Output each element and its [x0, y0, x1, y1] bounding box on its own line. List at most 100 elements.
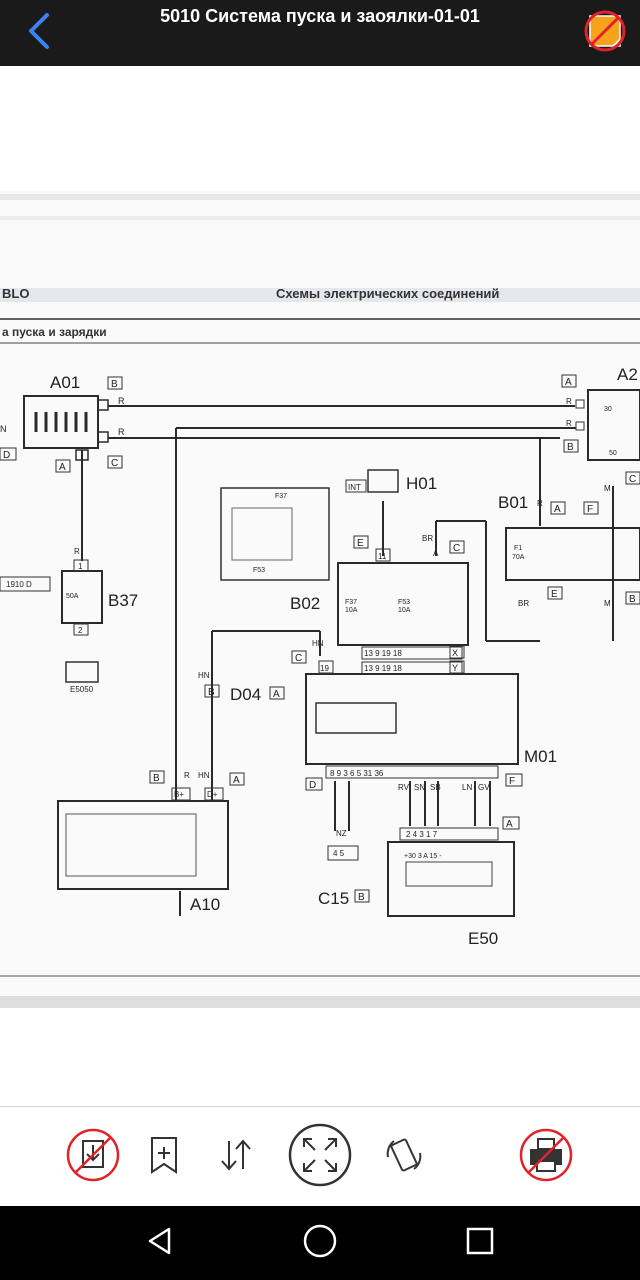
svg-text:50: 50 — [609, 450, 617, 457]
header-center: Схемы электрических соединений — [276, 286, 499, 301]
svg-text:F53: F53 — [253, 567, 265, 574]
download-icon — [65, 1127, 121, 1188]
svg-text:B: B — [629, 594, 636, 605]
note-button[interactable] — [580, 8, 630, 58]
svg-text:F37: F37 — [345, 599, 357, 606]
svg-text:C: C — [629, 474, 636, 485]
svg-text:HN: HN — [198, 671, 210, 680]
svg-text:B: B — [208, 687, 215, 698]
svg-text:19: 19 — [320, 664, 329, 673]
svg-text:2 4 3 1 7: 2 4 3 1 7 — [406, 830, 438, 839]
svg-text:A: A — [233, 775, 240, 786]
svg-text:10A: 10A — [398, 607, 411, 614]
svg-text:C: C — [111, 458, 118, 469]
svg-text:RV: RV — [398, 783, 410, 792]
nav-back-icon — [143, 1224, 177, 1263]
label-a2: A2 — [617, 365, 638, 384]
label-m01: M01 — [524, 747, 557, 766]
page-title: 5010 Система пуска и заоялки-01-01 — [160, 6, 480, 26]
svg-text:Y: Y — [452, 663, 458, 673]
scanned-wiring-diagram: BLO Схемы электрических соединений а пус… — [0, 191, 640, 1008]
svg-text:E: E — [357, 538, 364, 549]
fit-screen-button[interactable] — [288, 1123, 352, 1192]
svg-text:B: B — [153, 773, 160, 784]
nav-recents-button[interactable] — [455, 1218, 505, 1268]
rotate-button[interactable] — [372, 1125, 436, 1189]
svg-text:HN: HN — [312, 639, 324, 648]
svg-text:F1: F1 — [514, 545, 522, 552]
sort-arrows-icon — [216, 1135, 256, 1180]
svg-text:M: M — [604, 484, 611, 493]
svg-text:C: C — [295, 653, 302, 664]
svg-text:30: 30 — [604, 406, 612, 413]
svg-text:E5050: E5050 — [70, 685, 94, 694]
bookmark-button[interactable] — [132, 1125, 196, 1189]
svg-text:HN: HN — [198, 771, 210, 780]
label-b01: B01 — [498, 493, 528, 512]
svg-text:A: A — [273, 689, 280, 700]
svg-text:70A: 70A — [512, 554, 525, 561]
svg-text:R: R — [566, 397, 572, 406]
svg-text:R: R — [118, 427, 125, 437]
label-d04: D04 — [230, 685, 261, 704]
download-button[interactable] — [61, 1125, 125, 1189]
label-c15: C15 — [318, 889, 349, 908]
svg-text:F: F — [509, 776, 515, 787]
svg-text:A: A — [59, 462, 66, 473]
svg-text:11: 11 — [378, 552, 387, 561]
bookmark-add-icon — [146, 1135, 182, 1180]
chevron-left-icon — [23, 11, 53, 56]
svg-text:M: M — [604, 599, 611, 608]
svg-text:A: A — [554, 504, 561, 515]
svg-text:R: R — [118, 396, 125, 406]
svg-text:E: E — [551, 589, 558, 600]
svg-text:LN: LN — [462, 783, 472, 792]
svg-text:+30 3 A 15 -: +30 3 A 15 - — [404, 853, 442, 860]
schema-subtitle: а пуска и зарядки — [2, 325, 107, 339]
fit-screen-icon — [288, 1123, 352, 1192]
svg-text:1910 D: 1910 D — [6, 580, 32, 589]
svg-text:4 5: 4 5 — [333, 849, 345, 858]
svg-text:1: 1 — [78, 562, 83, 571]
header-left: BLO — [2, 286, 29, 301]
svg-text:8 9 3 6 5 31 36: 8 9 3 6 5 31 36 — [330, 769, 384, 778]
sticky-note-icon — [582, 8, 628, 59]
svg-text:B: B — [111, 379, 118, 390]
label-b37: B37 — [108, 591, 138, 610]
svg-text:C: C — [453, 543, 460, 554]
back-button[interactable] — [14, 8, 62, 58]
svg-text:B+: B+ — [174, 790, 184, 799]
svg-text:A: A — [506, 819, 513, 830]
system-navigation-bar — [0, 1206, 640, 1280]
svg-text:F: F — [587, 504, 593, 515]
svg-text:B: B — [358, 892, 365, 903]
svg-text:X: X — [452, 648, 458, 658]
label-b02: B02 — [290, 594, 320, 613]
print-button[interactable] — [514, 1125, 578, 1189]
svg-text:F53: F53 — [398, 599, 410, 606]
label-h01: H01 — [406, 474, 437, 493]
svg-text:R: R — [566, 419, 572, 428]
svg-text:2: 2 — [78, 626, 83, 635]
svg-text:BR: BR — [422, 534, 433, 543]
svg-text:13 9 19 18: 13 9 19 18 — [364, 649, 402, 658]
document-viewer[interactable]: BLO Схемы электрических соединений а пус… — [0, 66, 640, 1106]
svg-text:10A: 10A — [345, 607, 358, 614]
bottom-toolbar — [0, 1106, 640, 1208]
svg-text:NZ: NZ — [336, 829, 347, 838]
svg-text:N: N — [0, 424, 7, 434]
nav-home-button[interactable] — [295, 1218, 345, 1268]
svg-text:50A: 50A — [66, 593, 79, 600]
label-a10: A10 — [190, 895, 220, 914]
svg-text:F37: F37 — [275, 493, 287, 500]
svg-text:B: B — [567, 442, 574, 453]
svg-text:13 9 19 18: 13 9 19 18 — [364, 664, 402, 673]
svg-text:A: A — [565, 377, 572, 388]
top-app-bar: 5010 Система пуска и заоялки-01-01 — [0, 0, 640, 66]
sort-button[interactable] — [204, 1125, 268, 1189]
nav-back-button[interactable] — [135, 1218, 185, 1268]
svg-text:D+: D+ — [207, 790, 218, 799]
svg-text:D: D — [3, 450, 10, 461]
label-a01: A01 — [50, 373, 80, 392]
svg-text:A: A — [433, 549, 439, 558]
